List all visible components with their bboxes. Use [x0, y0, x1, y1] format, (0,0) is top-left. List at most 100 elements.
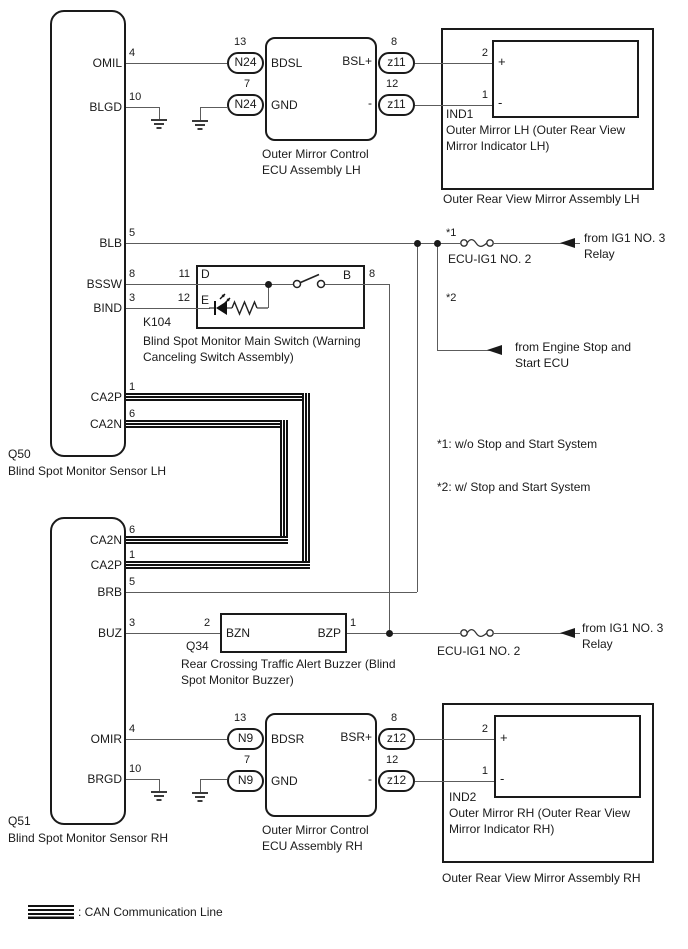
- can-line-legend-icon: [28, 905, 74, 919]
- wire-buz-supply: [494, 633, 580, 634]
- wire-brb-riser: [417, 243, 418, 592]
- wire-bsl-minus: [415, 105, 492, 106]
- ecu-rh-box: [265, 713, 377, 817]
- ecu-pin-minus: -: [368, 96, 372, 110]
- mirror-assembly-rh-caption: Outer Rear View Mirror Assembly RH: [442, 871, 641, 885]
- pin-number-brgd: 10: [129, 763, 142, 775]
- wire-bssw: [126, 284, 196, 285]
- connector-oval-z11: z11: [378, 94, 415, 116]
- pin-number-ca2p: 1: [129, 549, 136, 561]
- junction-dot: [434, 240, 441, 247]
- wire-switch-out: [365, 284, 390, 285]
- mirror-pin-number: 2: [481, 47, 488, 59]
- wire-bind: [126, 308, 196, 309]
- wire-ground-stub: [200, 107, 201, 120]
- wire-switch-to-buzzer: [389, 284, 390, 633]
- wire-ground-stub: [200, 779, 201, 792]
- pin-number-blb: 5: [129, 227, 136, 239]
- ecu-lh-box: [265, 37, 377, 141]
- wire-blgd: [126, 107, 159, 108]
- connector-number: 7: [244, 754, 251, 766]
- q50-ref: Q50: [8, 447, 31, 461]
- pin-number-ca2p: 1: [129, 381, 136, 393]
- pin-number-brb: 5: [129, 576, 136, 588]
- ecu-pin-bdsl: BDSL: [271, 56, 303, 70]
- wire-blb: [126, 243, 460, 244]
- buzzer-pin-bzp: BZP: [317, 626, 341, 640]
- pin-label-bind: BIND: [93, 301, 122, 315]
- ind2-ref: IND2: [449, 790, 477, 804]
- pin-label-blgd: BLGD: [89, 100, 122, 114]
- pin-number-ca2n: 6: [129, 408, 136, 420]
- wire-bsr-plus: [415, 739, 494, 740]
- can-line-ca2p: [126, 393, 310, 401]
- k104-label: Blind Spot Monitor Main Switch (Warning …: [143, 334, 361, 364]
- ecu-pin-bsr-plus: BSR+: [340, 730, 372, 744]
- wire-ecu-gnd: [200, 779, 227, 780]
- can-line-ca2n: [126, 420, 288, 428]
- switch-pin-number-8: 8: [369, 268, 376, 280]
- pin-number-blgd: 10: [129, 91, 142, 103]
- wire-star2-branch: [437, 243, 438, 350]
- can-line-ca2p: [302, 393, 310, 569]
- connector-number: 8: [391, 712, 398, 724]
- mirror-indicator-lh-box: [492, 40, 639, 118]
- connector-oval-n24: N24: [227, 52, 264, 74]
- k104-switch-box: [196, 265, 365, 329]
- pin-label-ca2n: CA2N: [89, 417, 122, 431]
- legend-label: : CAN Communication Line: [78, 905, 223, 919]
- connector-oval-z12: z12: [378, 770, 415, 792]
- pin-label-ca2p: CA2P: [90, 390, 122, 404]
- pin-number-ca2n: 6: [129, 524, 136, 536]
- connector-oval-z12: z12: [378, 728, 415, 750]
- connector-oval-z11: z11: [378, 52, 415, 74]
- wire-omir: [126, 739, 227, 740]
- q51-label: Blind Spot Monitor Sensor RH: [8, 831, 169, 845]
- arrow-icon: [487, 345, 502, 355]
- ground-icon: [192, 792, 208, 803]
- wire-bsl-plus: [415, 63, 492, 64]
- q51-connector-box: [50, 517, 126, 825]
- switch-pin-number-12: 12: [177, 292, 190, 304]
- source-ig1-relay-bottom: from IG1 NO. 3 Relay: [582, 621, 664, 651]
- switch-pin-e: E: [201, 293, 210, 307]
- pin-number-omil: 4: [129, 47, 136, 59]
- q34-buzzer-box: [220, 613, 347, 653]
- ground-icon: [151, 791, 167, 802]
- q50-label: Blind Spot Monitor Sensor LH: [8, 464, 167, 478]
- junction-dot: [386, 630, 393, 637]
- pin-label-omir: OMIR: [90, 732, 122, 746]
- ecu-pin-gnd: GND: [271, 98, 298, 112]
- connector-number: 13: [234, 712, 247, 724]
- mirror-plus: +: [498, 54, 506, 69]
- pin-label-omil: OMIL: [92, 56, 122, 70]
- switch-pin-number-11: 11: [178, 268, 190, 280]
- buzzer-pin-number-2: 2: [204, 617, 211, 629]
- wire-buz: [126, 633, 220, 634]
- mirror-indicator-rh-box: [494, 715, 641, 798]
- connector-number: 7: [244, 78, 251, 90]
- wire-brgd: [126, 779, 159, 780]
- wire-blb-supply: [494, 243, 580, 244]
- note-star1: *1: w/o Stop and Start System: [437, 437, 598, 451]
- wire-switch-d: [196, 284, 293, 285]
- source-engine-stop-start: from Engine Stop and Start ECU: [515, 340, 632, 370]
- pin-number-bind: 3: [129, 292, 136, 304]
- can-line-ca2n: [126, 536, 288, 544]
- ground-icon: [151, 119, 167, 130]
- mirror-lh-label: Outer Mirror LH (Outer Rear View Mirror …: [446, 123, 626, 153]
- mirror-assembly-lh-caption: Outer Rear View Mirror Assembly LH: [443, 192, 640, 206]
- mirror-pin-number: 2: [481, 723, 488, 735]
- pin-label-ca2n: CA2N: [89, 533, 122, 547]
- can-line-ca2p: [126, 561, 310, 569]
- pin-number-buz: 3: [129, 617, 136, 629]
- ecu-pin-gnd: GND: [271, 774, 298, 788]
- connector-oval-n9: N9: [227, 728, 264, 750]
- arrow-icon: [560, 628, 575, 638]
- pin-number-omir: 4: [129, 723, 136, 735]
- can-line-ca2n: [280, 420, 288, 544]
- mirror-minus: -: [500, 771, 505, 786]
- ecu-pin-minus: -: [368, 772, 372, 786]
- mirror-pin-number: 1: [481, 89, 488, 101]
